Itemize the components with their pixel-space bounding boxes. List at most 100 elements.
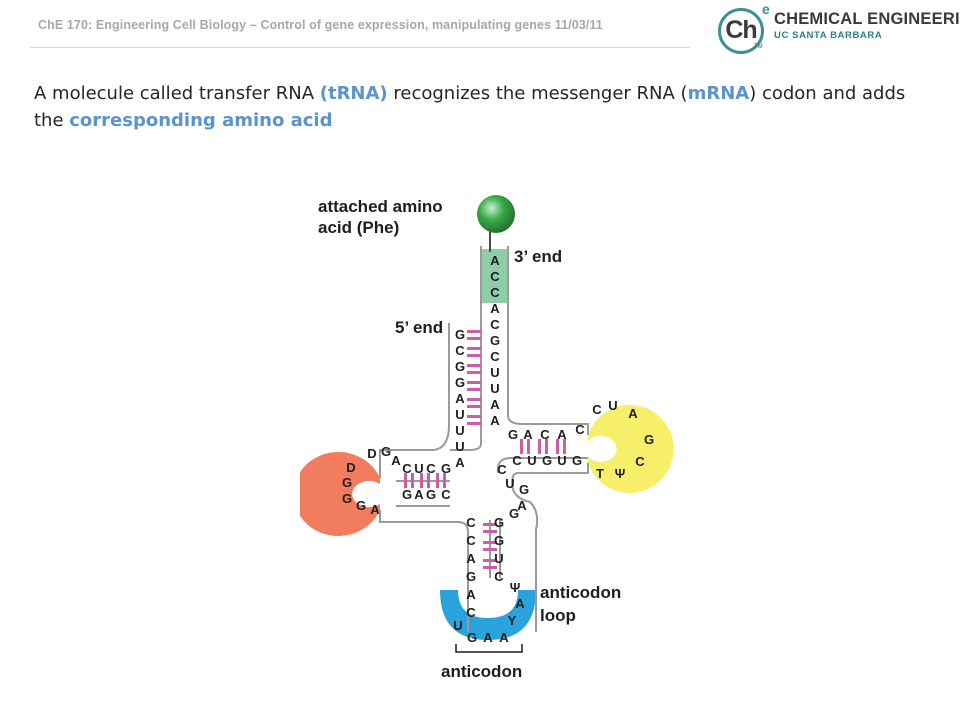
- nucleotide-d-arm-bottom: A: [414, 487, 424, 502]
- colored-regions: [300, 249, 674, 640]
- nucleotide-variable-loop: A: [517, 498, 527, 513]
- nucleotide-acceptor-5prime: C: [455, 343, 465, 358]
- nucleotide-d-loop: A: [370, 502, 380, 517]
- nucleotide-variable-loop: G: [509, 506, 519, 521]
- slide-body-text: A molecule called transfer RNA (tRNA) re…: [34, 80, 914, 134]
- nucleotide-t-loop: C: [592, 402, 602, 417]
- nucleotide-d-arm-bottom: G: [426, 487, 436, 502]
- nucleotide-acceptor-3prime: G: [490, 333, 500, 348]
- t-loop-region: [588, 405, 674, 494]
- acceptor-end-highlight: [481, 249, 508, 303]
- nucleotide-t-arm-top: G: [508, 427, 518, 442]
- anticodon-bracket: [455, 644, 523, 653]
- nucleotide-acceptor-3prime: U: [490, 381, 499, 396]
- nucleotide-d-arm-bottom: G: [402, 487, 412, 502]
- nucleotide-acceptor-5prime: G: [455, 375, 465, 390]
- nucleotide-t-arm-bottom: G: [542, 453, 552, 468]
- nucleotide-variable-loop: C: [497, 462, 507, 477]
- nucleotide-acceptor-3prime: U: [490, 365, 499, 380]
- nucleotide-anticodon-right: G: [494, 533, 504, 548]
- nucleotide-anticodon-bases: A: [483, 630, 493, 645]
- label-anticodon: anticodon: [441, 662, 522, 681]
- text-segment: A molecule called transfer RNA: [34, 83, 320, 104]
- logo-trademark: TM: [754, 44, 763, 50]
- nucleotide-d-arm-top: U: [414, 461, 423, 476]
- nucleotide-d-arm-top: C: [426, 461, 436, 476]
- logo-chemical-engineering: CHEMICAL ENGINEERING: [774, 10, 960, 28]
- nucleotide-t-arm-top: C: [575, 422, 585, 437]
- slide-header-title: ChE 170: Engineering Cell Biology – Cont…: [38, 18, 603, 32]
- nucleotide-t-arm-bottom: U: [527, 453, 536, 468]
- nucleotide-anticodon-left: A: [466, 551, 476, 566]
- nucleotide-anticodon-right: A: [515, 596, 525, 611]
- nucleotide-d-arm-top: G: [441, 461, 451, 476]
- text-highlight-amino-acid: corresponding amino acid: [69, 110, 333, 131]
- nucleotide-anticodon-left: C: [466, 533, 476, 548]
- text-segment: ) codon and adds the: [34, 83, 906, 131]
- nucleotide-acceptor-3prime: C: [490, 349, 500, 364]
- nucleotide-anticodon-right: U: [494, 551, 503, 566]
- nucleotide-t-arm-bottom: U: [557, 453, 566, 468]
- label-five-prime-end: 5’ end: [395, 318, 443, 337]
- nucleotide-d-arm-top: C: [402, 461, 412, 476]
- nucleotide-acceptor-3prime: A: [490, 253, 500, 268]
- nucleotide-t-arm-top: A: [523, 427, 533, 442]
- trna-diagram: attached amino acid (Phe) 3’ end 5’ end …: [300, 195, 674, 681]
- nucleotide-d-loop: G: [381, 444, 391, 459]
- logo-e-superscript: e: [762, 1, 770, 17]
- nucleotide-t-arm-bottom: C: [512, 453, 522, 468]
- che-ucsb-logo: Ch e TM CHEMICAL ENGINEERING UC SANTA BA…: [712, 0, 960, 56]
- nucleotide-t-arm-top: C: [540, 427, 550, 442]
- nucleotide-anticodon-bases: G: [467, 630, 477, 645]
- nucleotide-d-loop: D: [367, 446, 376, 461]
- logo-uc-santa-barbara: UC SANTA BARBARA: [774, 30, 883, 41]
- nucleotide-d-loop: A: [391, 453, 401, 468]
- nucleotide-d-arm-bottom: C: [441, 487, 451, 502]
- nucleotide-acceptor-5prime: A: [455, 391, 465, 406]
- nucleotide-acceptor-5prime: U: [455, 423, 464, 438]
- logo-ch-mark: Ch: [718, 8, 764, 54]
- amino-acid-sphere: [477, 195, 515, 233]
- nucleotide-t-loop: A: [628, 406, 638, 421]
- text-segment: recognizes the messenger RNA (: [387, 83, 688, 104]
- nucleotide-acceptor-5prime: A: [455, 455, 465, 470]
- nucleotide-t-loop: T: [596, 466, 604, 481]
- label-acid-phe: acid (Phe): [318, 218, 399, 237]
- d-loop-region: [300, 452, 380, 536]
- nucleotide-anticodon-right: G: [494, 515, 504, 530]
- nucleotide-anticodon-left: G: [466, 569, 476, 584]
- label-anticodon-loop-2: loop: [540, 606, 576, 625]
- nucleotide-acceptor-5prime: G: [455, 359, 465, 374]
- base-pair-bars: [404, 330, 566, 569]
- text-highlight-trna: (tRNA): [319, 83, 388, 104]
- label-anticodon-loop-1: anticodon: [540, 583, 621, 602]
- nucleotide-t-loop: C: [635, 454, 645, 469]
- nucleotide-anticodon-right: Ψ: [510, 580, 521, 595]
- nucleotide-d-loop: D: [346, 460, 355, 475]
- nucleotide-acceptor-5prime: U: [455, 407, 464, 422]
- nucleotide-acceptor-5prime: U: [455, 439, 464, 454]
- nucleotide-acceptor-3prime: A: [490, 413, 500, 428]
- rna-backbone: [379, 246, 589, 632]
- nucleotide-anticodon-right: C: [494, 569, 504, 584]
- nucleotide-t-loop: G: [644, 432, 654, 447]
- nucleotide-t-loop: U: [608, 398, 617, 413]
- nucleotide-d-loop: G: [342, 491, 352, 506]
- anticodon-loop-region: [440, 590, 536, 640]
- nucleotide-acceptor-3prime: C: [490, 317, 500, 332]
- nucleotide-anticodon-left: C: [466, 515, 476, 530]
- nucleotide-d-loop: G: [342, 475, 352, 490]
- nucleotide-t-arm-top: A: [557, 427, 567, 442]
- nucleotide-acceptor-3prime: C: [490, 269, 500, 284]
- nucleotide-variable-loop: G: [519, 482, 529, 497]
- text-highlight-mrna: mRNA: [687, 83, 750, 104]
- label-attached-amino: attached amino: [318, 197, 443, 216]
- nucleotide-acceptor-3prime: C: [490, 285, 500, 300]
- nucleotide-t-arm-bottom: G: [572, 453, 582, 468]
- nucleotide-anticodon-left: C: [466, 605, 476, 620]
- nucleotide-variable-loop: U: [505, 476, 514, 491]
- label-three-prime-end: 3’ end: [514, 247, 562, 266]
- nucleotide-anticodon-left: A: [466, 587, 476, 602]
- nucleotide-d-loop: G: [356, 498, 366, 513]
